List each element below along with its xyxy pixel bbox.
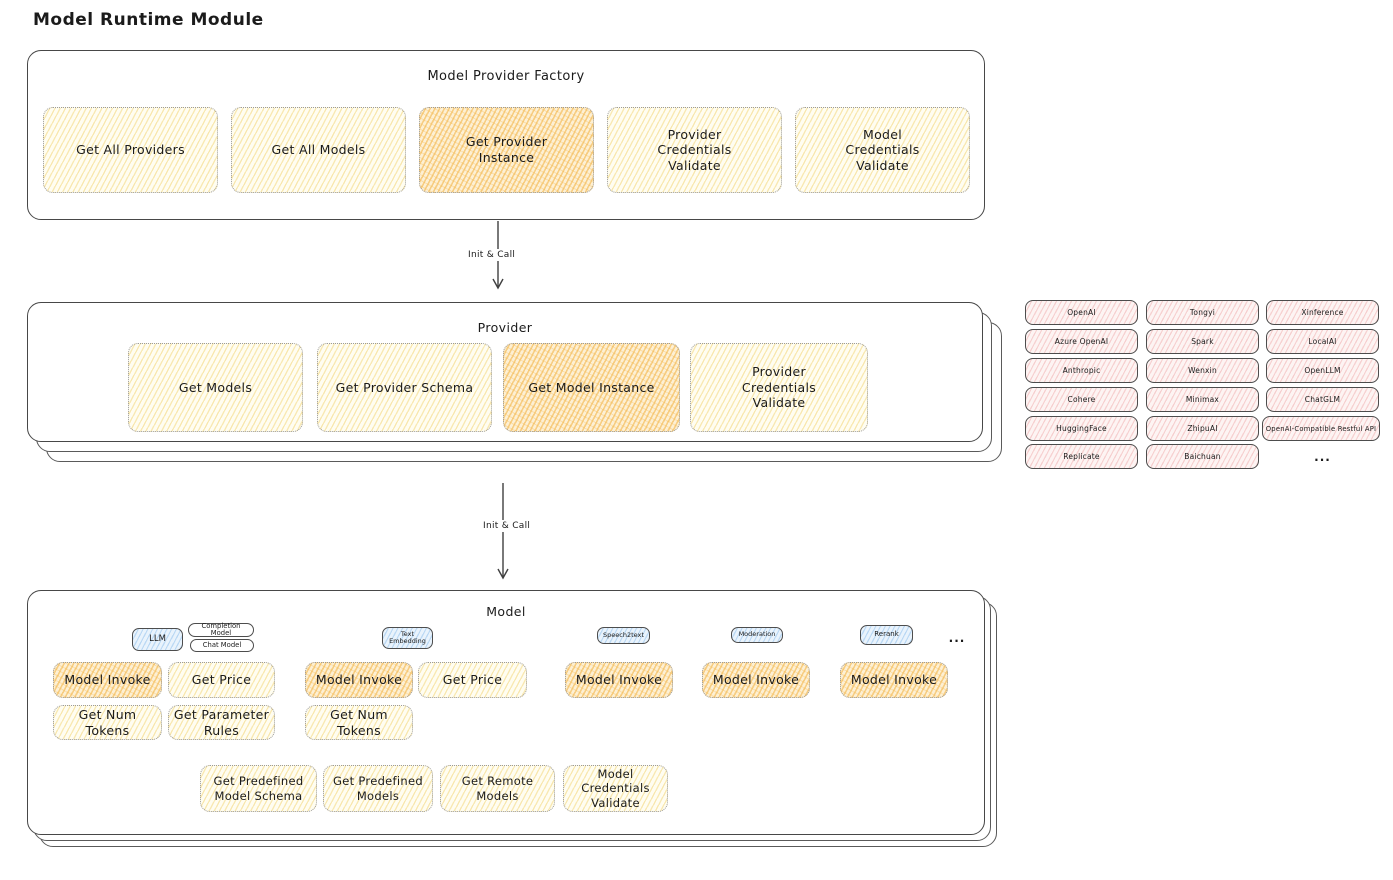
vendor-openllm: OpenLLM	[1266, 358, 1379, 383]
llm-model-invoke: Model Invoke	[53, 662, 162, 698]
vendor-chatglm: ChatGLM	[1266, 387, 1379, 412]
vendor-wenxin: Wenxin	[1146, 358, 1259, 383]
vendor-openai-compatible: OpenAI-Compatible Restful API	[1262, 416, 1380, 441]
tag-rerank: Rerank	[860, 625, 913, 645]
vendor-huggingface: HuggingFace	[1025, 416, 1138, 441]
provider-get-models: Get Models	[128, 343, 303, 432]
get-predefined-model-schema: Get Predefined Model Schema	[200, 765, 317, 812]
vendor-tongyi: Tongyi	[1146, 300, 1259, 325]
vendor-spark: Spark	[1146, 329, 1259, 354]
arrow1-label: Init & Call	[465, 249, 519, 261]
tag-moderation: Moderation	[731, 627, 783, 643]
vendor-openai: OpenAI	[1025, 300, 1138, 325]
factory-get-all-providers: Get All Providers	[43, 107, 218, 193]
tag-more: ...	[948, 631, 966, 645]
provider-box-label: Provider	[477, 320, 533, 335]
tag-completion-model: Completion Model	[188, 622, 254, 637]
vendor-cohere: Cohere	[1025, 387, 1138, 412]
model-box-label: Model	[486, 604, 526, 619]
factory-model-credentials-validate: Model Credentials Validate	[795, 107, 970, 193]
arrow2-label: Init & Call	[480, 520, 534, 532]
tag-text-embedding: Text Embedding	[382, 627, 433, 649]
tag-speech2text: Speech2text	[597, 627, 650, 644]
llm-get-parameter-rules: Get Parameter Rules	[168, 705, 275, 740]
speech2text-model-invoke: Model Invoke	[565, 662, 673, 698]
get-predefined-models: Get Predefined Models	[323, 765, 433, 812]
vendor-more: ...	[1314, 449, 1331, 464]
provider-provider-credentials-validate: Provider Credentials Validate	[690, 343, 868, 432]
vendor-zhipuai: ZhipuAI	[1146, 416, 1259, 441]
provider-get-model-instance: Get Model Instance	[503, 343, 680, 432]
llm-get-price: Get Price	[168, 662, 275, 698]
factory-get-all-models: Get All Models	[231, 107, 406, 193]
factory-provider-credentials-validate: Provider Credentials Validate	[607, 107, 782, 193]
tag-llm: LLM	[132, 628, 183, 651]
vendor-localai: LocalAI	[1266, 329, 1379, 354]
embedding-get-price: Get Price	[418, 662, 527, 698]
provider-get-provider-schema: Get Provider Schema	[317, 343, 492, 432]
vendor-xinference: Xinference	[1266, 300, 1379, 325]
vendor-replicate: Replicate	[1025, 444, 1138, 469]
vendor-baichuan: Baichuan	[1146, 444, 1259, 469]
model-credentials-validate: Model Credentials Validate	[563, 765, 668, 812]
vendor-azure-openai: Azure OpenAI	[1025, 329, 1138, 354]
embedding-get-num-tokens: Get Num Tokens	[305, 705, 413, 740]
vendor-anthropic: Anthropic	[1025, 358, 1138, 383]
llm-get-num-tokens: Get Num Tokens	[53, 705, 162, 740]
diagram-title: Model Runtime Module	[33, 10, 264, 30]
get-remote-models: Get Remote Models	[440, 765, 555, 812]
factory-box-label: Model Provider Factory	[427, 69, 585, 84]
factory-get-provider-instance: Get Provider Instance	[419, 107, 594, 193]
rerank-model-invoke: Model Invoke	[840, 662, 948, 698]
moderation-model-invoke: Model Invoke	[702, 662, 810, 698]
vendor-minimax: Minimax	[1146, 387, 1259, 412]
tag-chat-model: Chat Model	[190, 639, 254, 652]
embedding-model-invoke: Model Invoke	[305, 662, 413, 698]
arrow-provider-to-model	[497, 483, 509, 580]
